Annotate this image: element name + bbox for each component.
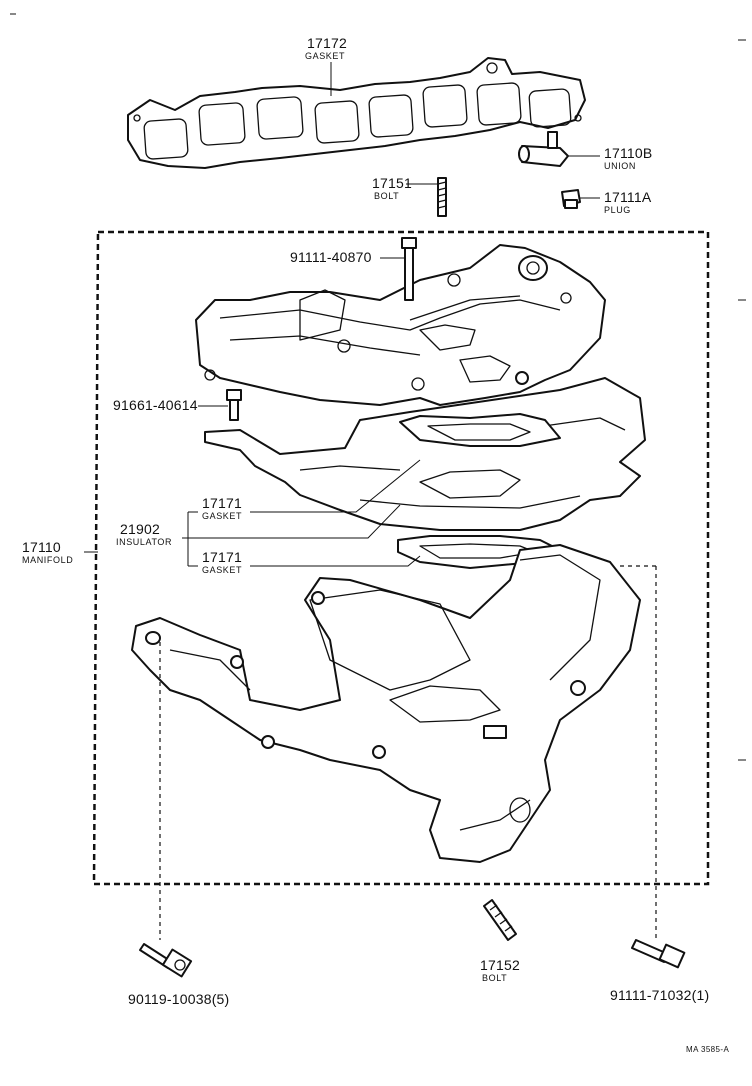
part-qty-90119-10038: (5) xyxy=(211,991,230,1007)
bolt-90119-10038-drawing xyxy=(139,943,193,978)
part-number-17110: 17110 xyxy=(22,539,61,555)
part-number-91661-40614: 91661-40614 xyxy=(113,397,198,413)
part-number-91111-71032-code: 91111-71032 xyxy=(610,987,692,1003)
corner-marks xyxy=(10,13,746,761)
part-number-17151: 17151 xyxy=(372,175,412,191)
bolt-17151-drawing xyxy=(437,177,447,217)
exhaust-manifold-drawing xyxy=(131,544,641,863)
bolt-91661-40614-drawing xyxy=(226,389,242,421)
bolt-91111-71032-drawing xyxy=(631,939,686,969)
part-name-bolt-lower: BOLT xyxy=(482,973,508,983)
part-name-union: UNION xyxy=(604,161,636,171)
part-name-bolt-stud: BOLT xyxy=(374,191,400,201)
part-number-17172: 17172 xyxy=(307,35,347,51)
part-name-gasket-upper: GASKET xyxy=(202,511,243,521)
part-name-gasket-lower: GASKET xyxy=(202,565,243,575)
part-number-90119-10038: 90119-10038(5) xyxy=(128,992,229,1006)
diagram-reference-code: MA 3585-A xyxy=(686,1045,730,1054)
bolt-17152-drawing xyxy=(483,899,517,941)
part-qty-91111-71032: (1) xyxy=(691,987,710,1003)
part-number-91111-71032: 91111-71032(1) xyxy=(610,988,709,1002)
leader-lines xyxy=(84,62,657,940)
part-number-90119-10038-code: 90119-10038 xyxy=(128,991,212,1007)
part-name-gasket-top: GASKET xyxy=(305,51,346,61)
part-number-17111a: 17111A xyxy=(604,189,652,205)
part-name-insulator: INSULATOR xyxy=(116,537,173,547)
union-17110b-drawing xyxy=(518,131,569,167)
part-number-91111-40870: 91111-40870 xyxy=(290,249,372,265)
part-name-plug: PLUG xyxy=(604,205,631,215)
gasket-17171-upper-drawing xyxy=(399,413,561,447)
upper-manifold-drawing xyxy=(195,244,606,406)
bolt-91111-40870-drawing xyxy=(401,237,417,301)
manifold-assembly-frame xyxy=(92,230,710,886)
part-number-21902: 21902 xyxy=(120,521,160,537)
part-number-17152: 17152 xyxy=(480,957,520,973)
part-number-17171-lower: 17171 xyxy=(202,549,242,565)
insulator-21902-drawing xyxy=(204,377,646,531)
gasket-17172-drawing xyxy=(127,57,586,169)
part-number-17171-upper: 17171 xyxy=(202,495,242,511)
part-name-manifold: MANIFOLD xyxy=(22,555,74,565)
plug-17111a-drawing xyxy=(561,189,581,209)
part-number-17110b: 17110B xyxy=(604,145,653,161)
